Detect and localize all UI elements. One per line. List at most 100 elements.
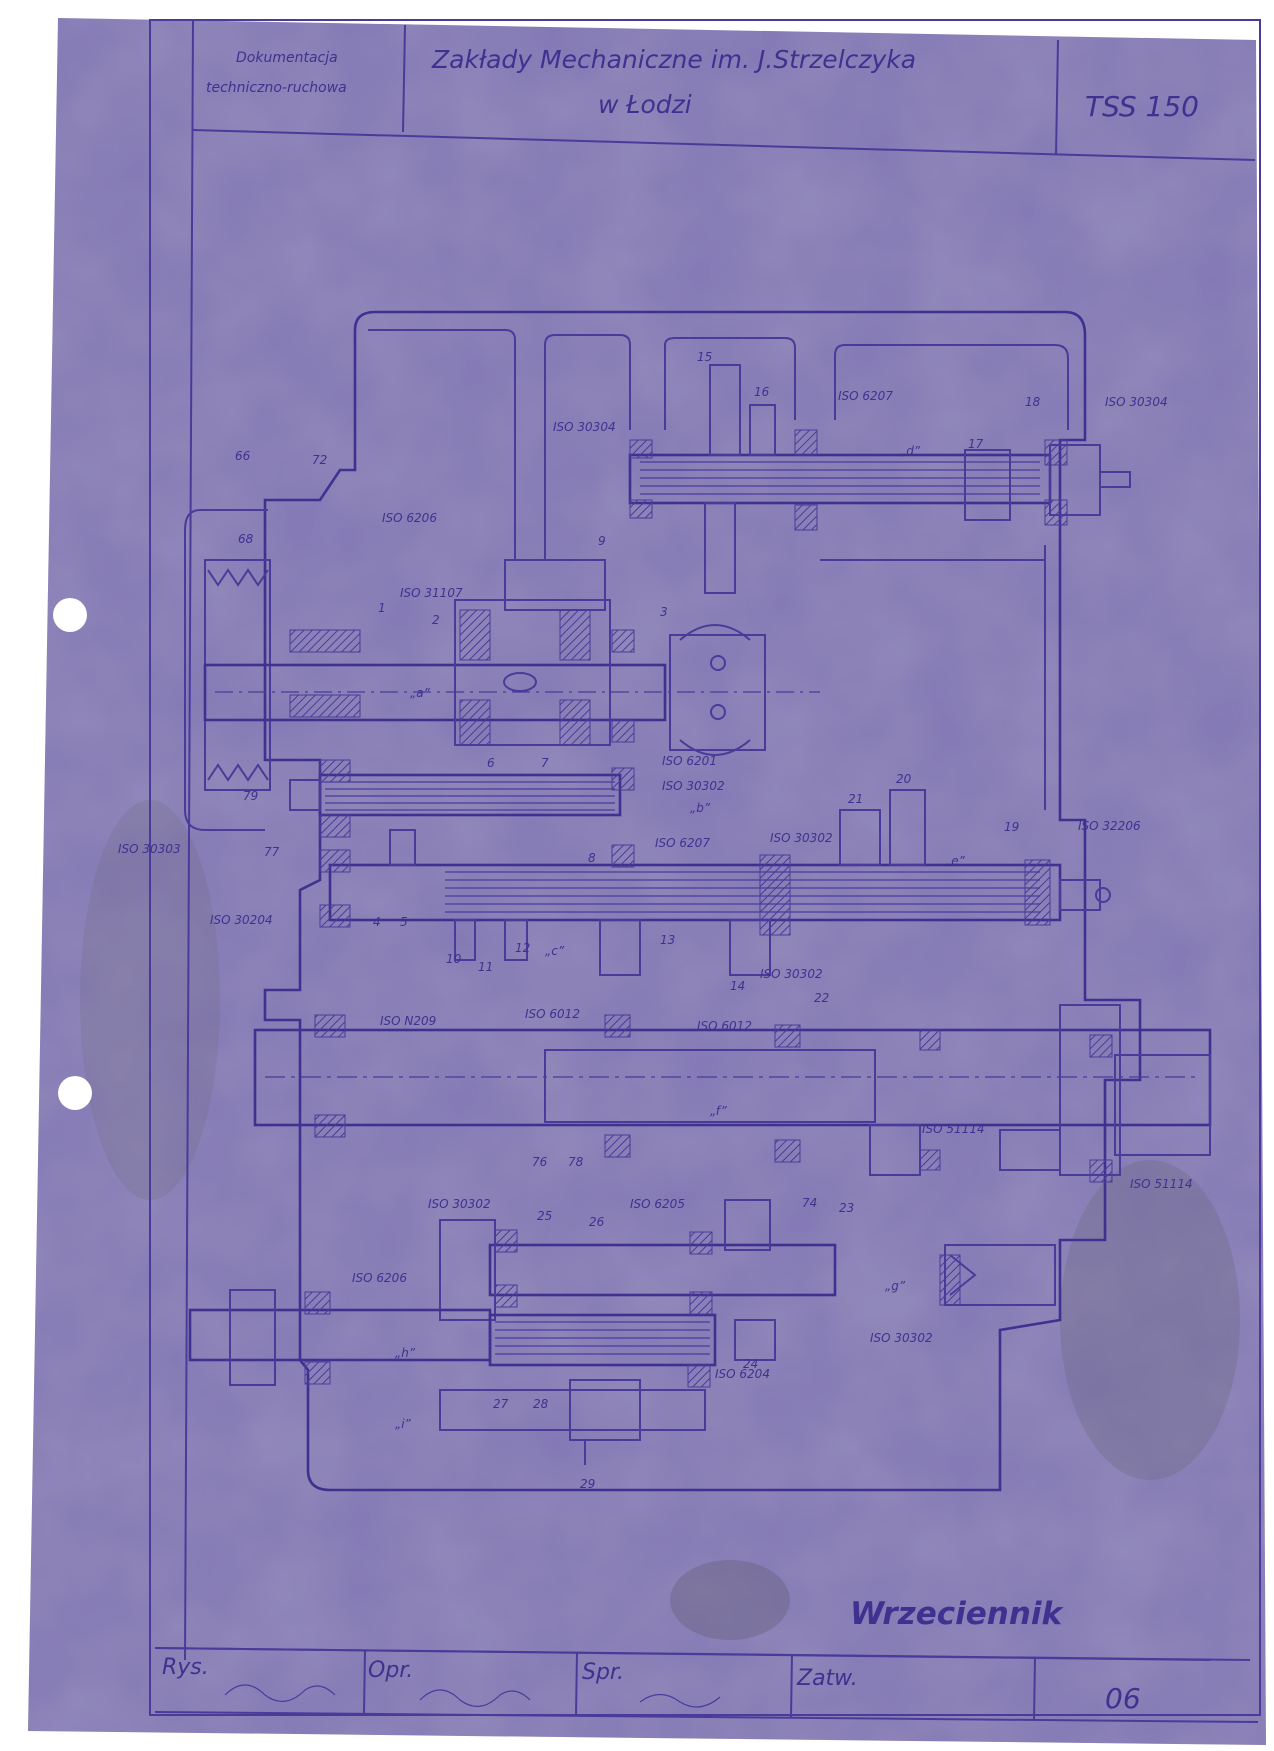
shaft-label-a: „a” bbox=[410, 686, 431, 700]
shaft-a bbox=[203, 559, 820, 756]
part-number: 12 bbox=[515, 941, 530, 955]
part-number: 77 bbox=[264, 845, 280, 859]
stain bbox=[670, 1560, 790, 1640]
bearing-label: ISO 30204 bbox=[210, 913, 273, 927]
shaft-label-d: „d” bbox=[900, 444, 921, 458]
title-divider bbox=[1055, 39, 1059, 156]
part-number: 20 bbox=[896, 772, 912, 786]
shaft-label-b: „b” bbox=[690, 801, 711, 815]
pulley-housing bbox=[184, 509, 268, 831]
part-number: 18 bbox=[1025, 395, 1041, 409]
shaft-c-e bbox=[328, 789, 1111, 976]
bearing-label: ISO 30302 bbox=[428, 1197, 491, 1211]
part-number: 14 bbox=[730, 979, 745, 993]
model-number: TSS 150 bbox=[1085, 90, 1199, 123]
part-number: 27 bbox=[493, 1397, 509, 1411]
bearing-label: ISO N209 bbox=[380, 1014, 436, 1028]
part-number: 25 bbox=[537, 1209, 552, 1223]
part-number: 6 bbox=[487, 756, 495, 770]
sheet-number: 06 bbox=[1105, 1682, 1141, 1715]
part-number: 68 bbox=[238, 532, 254, 546]
bearing-label: ISO 6207 bbox=[838, 389, 893, 403]
part-number: 2 bbox=[432, 613, 440, 627]
part-number: 1 bbox=[378, 601, 386, 615]
compartment bbox=[664, 337, 796, 430]
shaft-label-e: „e” bbox=[945, 854, 966, 868]
signature-strip bbox=[154, 1647, 1259, 1723]
drawing-name: Wrzeciennik bbox=[850, 1596, 1065, 1632]
bearing-label: ISO 6207 bbox=[655, 836, 710, 850]
part-number: 17 bbox=[968, 437, 984, 451]
compartment bbox=[834, 344, 1069, 430]
part-number: 22 bbox=[814, 991, 829, 1005]
shaft-d bbox=[628, 364, 1131, 594]
bearing-label: ISO 6012 bbox=[697, 1019, 752, 1033]
housing-outline bbox=[263, 310, 1142, 1492]
part-number: 66 bbox=[235, 449, 251, 463]
bearing-label: ISO 30303 bbox=[118, 842, 181, 856]
bearing-label: ISO 30302 bbox=[870, 1331, 933, 1345]
part-number: 29 bbox=[580, 1477, 595, 1491]
bearing-label: ISO 32206 bbox=[1078, 819, 1141, 833]
punch-hole bbox=[53, 598, 87, 632]
compartment bbox=[368, 329, 516, 560]
outer-frame bbox=[149, 19, 1261, 1716]
frame-line bbox=[184, 19, 194, 1661]
bearing-label: ISO 6204 bbox=[715, 1367, 770, 1381]
zatw-label: Zatw. bbox=[796, 1666, 858, 1691]
bearing-label: ISO 51114 bbox=[1130, 1177, 1193, 1191]
doc-type-line2: techniczno-ruchowa bbox=[206, 80, 347, 96]
bearing-label: ISO 6205 bbox=[630, 1197, 685, 1211]
shaft-label-f: „f” bbox=[710, 1104, 728, 1118]
part-number: 3 bbox=[660, 605, 668, 619]
bearing-label: ISO 30302 bbox=[770, 831, 833, 845]
bearing-label: ISO 31107 bbox=[400, 586, 463, 600]
punch-hole bbox=[58, 1076, 92, 1110]
shaft-label-g: „g” bbox=[885, 1279, 906, 1293]
bearing-label: ISO 30304 bbox=[553, 420, 616, 434]
part-number: 11 bbox=[478, 960, 493, 974]
bearings bbox=[289, 429, 1113, 1388]
opr-label: Opr. bbox=[368, 1658, 413, 1683]
shaft-h bbox=[188, 1289, 717, 1386]
doc-type-line1: Dokumentacja bbox=[236, 50, 338, 66]
frame-line bbox=[192, 129, 1256, 161]
shaft-label-h: „h” bbox=[395, 1346, 416, 1360]
part-number: 23 bbox=[839, 1201, 854, 1215]
part-number: 72 bbox=[312, 453, 327, 467]
bearing-label: ISO 6206 bbox=[382, 511, 437, 525]
bearing-label: ISO 6012 bbox=[525, 1007, 580, 1021]
title-divider bbox=[402, 24, 406, 133]
paper-texture bbox=[28, 18, 1266, 1745]
shaft-i bbox=[439, 1379, 706, 1465]
stain bbox=[1060, 1160, 1240, 1480]
bearing-label: ISO 6206 bbox=[352, 1271, 407, 1285]
part-number: 10 bbox=[446, 952, 462, 966]
compartment bbox=[544, 334, 631, 560]
part-number: 15 bbox=[697, 350, 712, 364]
part-number: 16 bbox=[754, 385, 770, 399]
spr-label: Spr. bbox=[582, 1660, 624, 1685]
bearing-label: ISO 51114 bbox=[922, 1122, 985, 1136]
part-number: 24 bbox=[743, 1357, 758, 1371]
bearing-label: ISO 30302 bbox=[662, 779, 725, 793]
rys-label: Rys. bbox=[162, 1655, 209, 1680]
part-number: 7 bbox=[541, 756, 549, 770]
bearing-label: ISO 30304 bbox=[1105, 395, 1168, 409]
bearing-label: ISO 30302 bbox=[760, 967, 823, 981]
part-number: 4 bbox=[373, 915, 381, 929]
shaft-label-i: „i” bbox=[395, 1417, 412, 1431]
part-number: 8 bbox=[588, 851, 596, 865]
part-number: 19 bbox=[1004, 820, 1019, 834]
part-number: 21 bbox=[848, 792, 863, 806]
company-line2: w Łodzi bbox=[598, 90, 692, 119]
bearing-label: ISO 6201 bbox=[662, 754, 717, 768]
shaft-label-c: „c” bbox=[545, 944, 565, 958]
part-number: 28 bbox=[533, 1397, 549, 1411]
shaft-b bbox=[289, 773, 622, 817]
part-number: 79 bbox=[243, 789, 258, 803]
part-number: 9 bbox=[598, 534, 606, 548]
part-number: 78 bbox=[568, 1155, 584, 1169]
